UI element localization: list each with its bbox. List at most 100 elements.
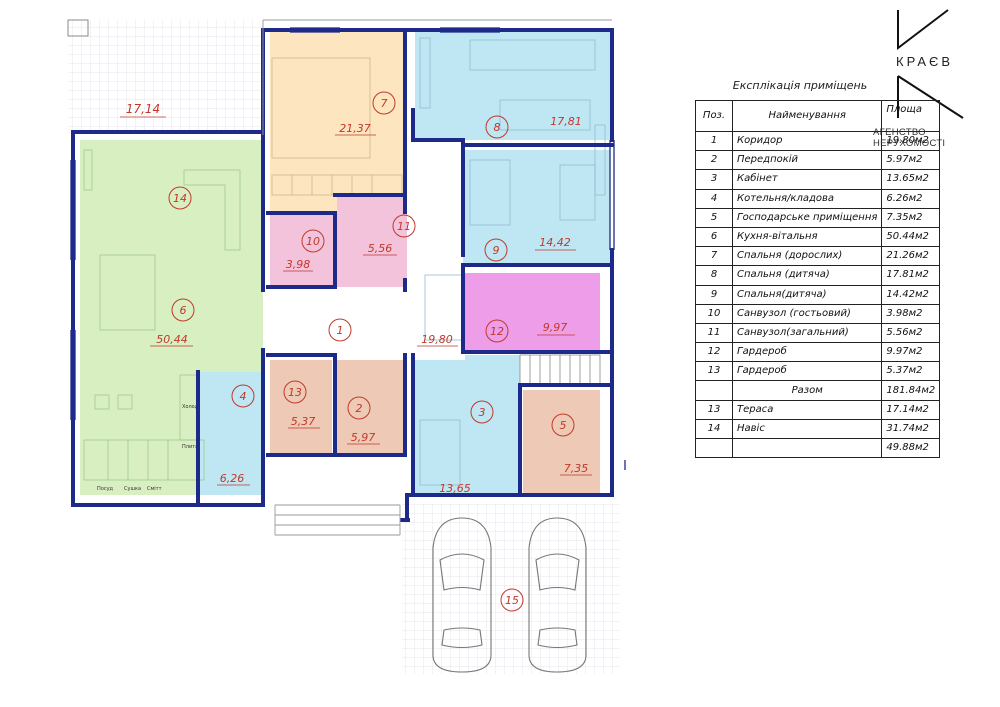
- room-marker-8: [485, 115, 509, 139]
- row-area: 5.37м2: [881, 361, 941, 382]
- room-marker-11: [392, 214, 416, 238]
- row-name: Гардероб: [731, 342, 883, 363]
- row-pos: 6: [695, 226, 733, 248]
- room-marker-7: [372, 91, 396, 115]
- row-pos: 12: [695, 342, 733, 363]
- room-area-14: 17,14: [126, 102, 160, 116]
- row-name: Гардероб: [731, 361, 883, 382]
- row-name: Спальня(дитяча): [731, 284, 883, 305]
- row-area: 50.44м2: [881, 226, 941, 248]
- row-name: Спальня (дорослих): [731, 246, 883, 267]
- total-empty: [695, 437, 733, 459]
- row-pos: 13: [695, 361, 733, 382]
- room-area-6: 50,44: [156, 333, 188, 346]
- total-label: [731, 437, 883, 459]
- room-num-13: 13: [288, 386, 302, 399]
- room-marker-14: [168, 186, 192, 210]
- room-area-1: 19,80: [421, 333, 453, 346]
- room-9-fill: [463, 150, 610, 264]
- sofa: [83, 149, 241, 481]
- row-area: 7.35м2: [881, 207, 941, 228]
- room-10-fill: [270, 215, 335, 287]
- desk-furniture: [419, 37, 606, 486]
- room-num-2: 2: [356, 402, 363, 415]
- room-area-9: 14,42: [539, 236, 571, 249]
- room-area-12: 9,97: [543, 321, 568, 334]
- room-num-1: 1: [337, 324, 344, 337]
- room-num-12: 12: [490, 325, 504, 338]
- room-11-fill: [337, 195, 407, 287]
- row-area: 14.42м2: [881, 284, 941, 305]
- room-area-7: 21,37: [339, 122, 371, 135]
- row-name: Коридор: [731, 130, 883, 152]
- row-pos: 8: [695, 265, 733, 286]
- room-num-3: 3: [479, 406, 486, 419]
- row-area: 19.80м2: [881, 130, 941, 152]
- room-num-8: 8: [494, 121, 501, 134]
- room-area-13: 5,37: [291, 415, 316, 428]
- row-name: Спальня (дитяча): [731, 265, 883, 286]
- row-pos: 10: [695, 303, 733, 324]
- row-area: 21.26м2: [881, 246, 941, 267]
- room-num-5: 5: [560, 419, 567, 432]
- room-5-fill: [523, 390, 600, 495]
- row-name: Тераса: [731, 399, 883, 420]
- total-area: 49.88м2: [881, 437, 941, 459]
- kitchen-label-sink: Сушка: [124, 486, 141, 492]
- room-area-5: 7,35: [564, 462, 589, 475]
- room-num-15: 15: [505, 594, 519, 607]
- room-marker-10: [301, 229, 325, 253]
- entrance-steps: [262, 19, 612, 536]
- kitchen-label-fridge: Холод: [182, 404, 199, 410]
- room-marker-9: [484, 238, 508, 262]
- row-pos: 13: [695, 399, 733, 420]
- room-7-fill: [270, 32, 406, 215]
- row-area: 5.56м2: [881, 322, 941, 344]
- room-marker-2: [347, 396, 371, 420]
- room-num-7: 7: [381, 97, 388, 110]
- row-name: Передпокій: [731, 150, 883, 171]
- room-8-fill: [415, 32, 610, 140]
- row-name: Кухня-вітальня: [731, 226, 883, 248]
- row-area: 5.97м2: [881, 150, 941, 171]
- row-pos: 11: [695, 322, 733, 344]
- room-num-14: 14: [173, 192, 187, 205]
- room-num-4: 4: [240, 390, 247, 403]
- row-area: 17.81м2: [881, 265, 941, 286]
- car-right-icon: [528, 517, 587, 673]
- kitchen-label-oven: Смітт: [147, 486, 162, 492]
- room-num-6: 6: [180, 304, 187, 317]
- car-left-icon: [432, 517, 492, 673]
- kitchen-label-dish: Посуд: [97, 486, 114, 492]
- row-name: Господарське приміщення: [731, 207, 883, 228]
- row-pos: 14: [695, 418, 733, 440]
- row-area: 13.65м2: [881, 169, 941, 190]
- room-marker-12: [485, 319, 509, 343]
- row-name: Санвузол(загальний): [731, 322, 883, 344]
- row-pos: 4: [695, 188, 733, 209]
- table-title: Експлікація приміщень: [732, 79, 868, 92]
- room-marker-15: [500, 588, 524, 612]
- room-marker-6: [171, 298, 195, 322]
- row-area: 31.74м2: [881, 418, 941, 440]
- room-num-9: 9: [493, 244, 500, 257]
- room-area-8: 17,81: [550, 115, 582, 128]
- room-marker-1: [328, 318, 352, 342]
- row-pos: 9: [695, 284, 733, 305]
- row-pos: 3: [695, 169, 733, 190]
- walls: [71, 28, 614, 522]
- row-area: 9.97м2: [881, 342, 941, 363]
- room-num-11: 11: [397, 220, 411, 233]
